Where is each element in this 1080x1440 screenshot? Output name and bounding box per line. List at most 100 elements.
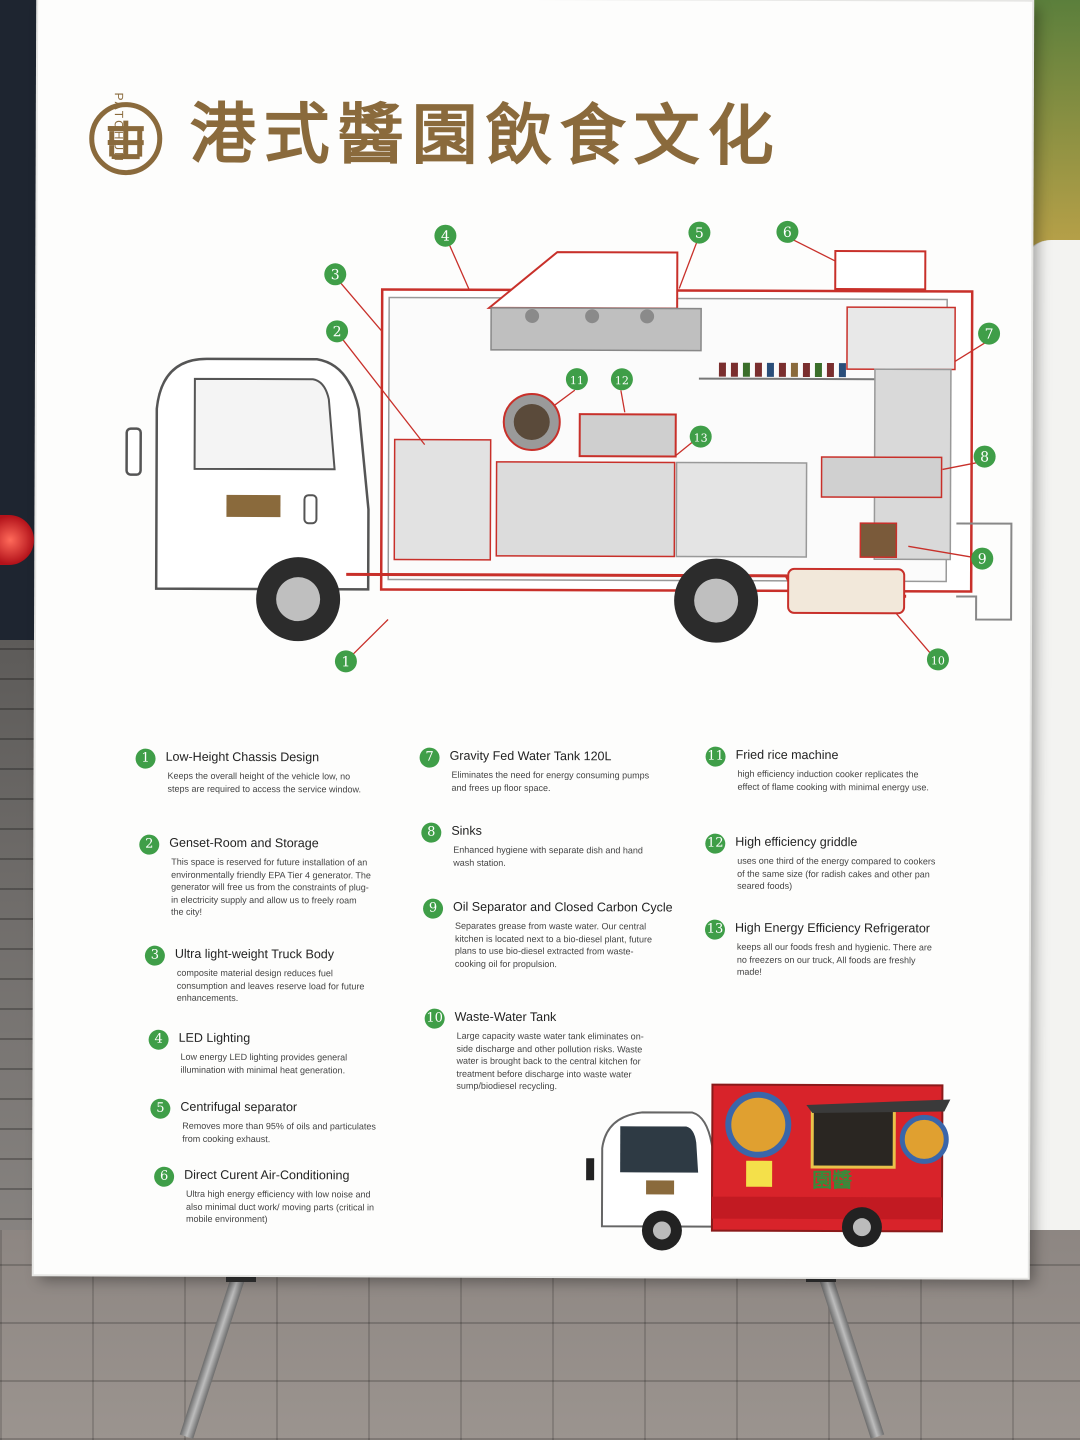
- feature-description: Enhanced hygiene with separate dish and …: [453, 844, 643, 868]
- feature-description: Low energy LED lighting provides general…: [180, 1051, 348, 1075]
- feature-number: 11: [705, 746, 726, 767]
- svg-text:4: 4: [441, 229, 450, 245]
- feature-number: 6: [154, 1166, 175, 1187]
- svg-text:2: 2: [333, 324, 342, 340]
- cab-logo: [226, 494, 281, 518]
- callout-10: [926, 648, 949, 671]
- feature-title: Centrifugal separator: [180, 1099, 298, 1115]
- svg-text:3: 3: [331, 267, 340, 283]
- feature-title: Oil Separator and Closed Carbon Cycle: [453, 899, 673, 915]
- callout-4: [434, 224, 457, 247]
- easel-foot: [226, 1272, 256, 1282]
- feature-description: Keeps the overall height of the vehicle …: [167, 770, 362, 794]
- genset-room: [393, 438, 492, 561]
- feature-title: Sinks: [451, 823, 482, 838]
- truck-diagram: 1 2 3 4 5 6 7 8 9 10 11 12 13: [125, 220, 1013, 673]
- svg-text:5: 5: [695, 226, 704, 242]
- callout-7: [978, 322, 1001, 345]
- feature-item: 1 Low-Height Chassis Design Keeps the ov…: [135, 748, 366, 794]
- feature-number: 3: [144, 945, 165, 966]
- feature-number: 5: [150, 1098, 171, 1119]
- sink: [820, 456, 943, 499]
- callout-12: [610, 368, 633, 391]
- feature-description: keeps all our foods fresh and hygienic. …: [736, 941, 932, 977]
- svg-text:12: 12: [615, 374, 629, 387]
- feature-number: 4: [148, 1029, 169, 1050]
- feature-item: 2 Genset-Room and Storage This space is …: [139, 834, 371, 917]
- callout-6: [776, 220, 799, 243]
- spice-jars: [718, 362, 846, 378]
- svg-text:10: 10: [931, 654, 945, 667]
- oil-separator: [859, 522, 898, 559]
- svg-text:8: 8: [980, 450, 989, 466]
- feature-title: Direct Curent Air-Conditioning: [184, 1167, 350, 1183]
- mirror: [125, 427, 142, 476]
- feature-description: Separates grease from waste water. Our c…: [454, 920, 653, 969]
- counter-2: [675, 461, 808, 558]
- callout-13: [689, 425, 712, 448]
- poster-title: 港式醬園飲食文化: [189, 94, 782, 175]
- feature-title: Low-Height Chassis Design: [165, 749, 320, 765]
- ac-unit: [834, 250, 927, 291]
- feature-description: composite material design reduces fuel c…: [176, 967, 365, 1003]
- cab-window: [193, 377, 336, 471]
- waste-water-tank: [787, 567, 906, 615]
- feature-number: 1: [135, 748, 156, 769]
- food-truck-photo: 園醬: [586, 1083, 951, 1251]
- exhaust-hood: [486, 251, 679, 310]
- diagram-callouts: 1 2 3 4 5 6 7 8 9 10 11 12 13: [324, 220, 1001, 673]
- svg-text:7: 7: [985, 327, 994, 343]
- feature-title: Waste-Water Tank: [454, 1009, 557, 1025]
- callout-3: [324, 263, 347, 286]
- griddle: [578, 413, 677, 458]
- feature-item: 10 Waste-Water Tank Large capacity waste…: [424, 1008, 655, 1091]
- callout-1: [334, 650, 357, 673]
- svg-text:9: 9: [978, 552, 987, 568]
- feature-title: Gravity Fed Water Tank 120L: [449, 748, 612, 764]
- feature-title: LED Lighting: [178, 1030, 251, 1046]
- photo-truck-sign: 園醬: [812, 1168, 852, 1192]
- feature-title: High efficiency griddle: [735, 834, 858, 850]
- feature-description: This space is reserved for future instal…: [171, 856, 371, 917]
- feature-description: Ultra high energy efficiency with low no…: [185, 1188, 375, 1225]
- feature-item: 5 Centrifugal separator Removes more tha…: [150, 1098, 380, 1144]
- feature-item: 3 Ultra light-weight Truck Body composit…: [144, 945, 375, 1003]
- feature-item: 11 Fried rice machine high efficiency in…: [705, 746, 936, 792]
- callout-9: [971, 547, 994, 570]
- callout-11: [565, 368, 588, 391]
- callout-8: [973, 445, 996, 468]
- feature-number: 2: [139, 834, 160, 855]
- photo-cab-logo: [646, 1180, 675, 1195]
- feature-title: High Energy Efficiency Refrigerator: [734, 920, 931, 936]
- patchun-logo-icon: [89, 102, 163, 176]
- photo-serving-window: [810, 1105, 896, 1169]
- feature-description: high efficiency induction cooker replica…: [737, 768, 929, 792]
- rear-step: [956, 522, 1013, 621]
- feature-item: 4 LED Lighting Low energy LED lighting p…: [148, 1029, 379, 1075]
- svg-text:1: 1: [341, 654, 350, 670]
- feature-description: Eliminates the need for energy consuming…: [451, 769, 650, 793]
- water-tank: [846, 306, 956, 371]
- feature-number: 8: [421, 822, 442, 843]
- feature-item: 7 Gravity Fed Water Tank 120L Eliminates…: [419, 747, 650, 793]
- feature-item: 9 Oil Separator and Closed Carbon Cycle …: [423, 898, 673, 969]
- feature-description: uses one third of the energy compared to…: [737, 855, 936, 891]
- svg-text:11: 11: [570, 374, 584, 387]
- callout-5: [688, 221, 711, 244]
- svg-text:13: 13: [694, 432, 708, 445]
- feature-title: Genset-Room and Storage: [169, 835, 319, 851]
- callout-2: [326, 320, 349, 343]
- refrigerator-counter: [495, 461, 676, 558]
- feature-number: 12: [705, 833, 726, 854]
- feature-item: 13 High Energy Efficiency Refrigerator k…: [704, 919, 935, 977]
- poster-board: PATCHUN 港式醬園飲食文化: [33, 0, 1033, 1278]
- feature-number: 9: [423, 898, 444, 919]
- feature-title: Fried rice machine: [735, 747, 839, 763]
- feature-number: 10: [424, 1008, 445, 1029]
- feature-item: 6 Direct Curent Air-Conditioning Ultra h…: [154, 1166, 384, 1224]
- feature-item: 12 High efficiency griddle uses one thir…: [705, 833, 935, 891]
- feature-number: 13: [704, 919, 726, 940]
- feature-description: Removes more than 95% of oils and partic…: [182, 1120, 376, 1144]
- door-handle: [303, 494, 318, 525]
- feature-item: 8 Sinks Enhanced hygiene with separate d…: [421, 822, 651, 867]
